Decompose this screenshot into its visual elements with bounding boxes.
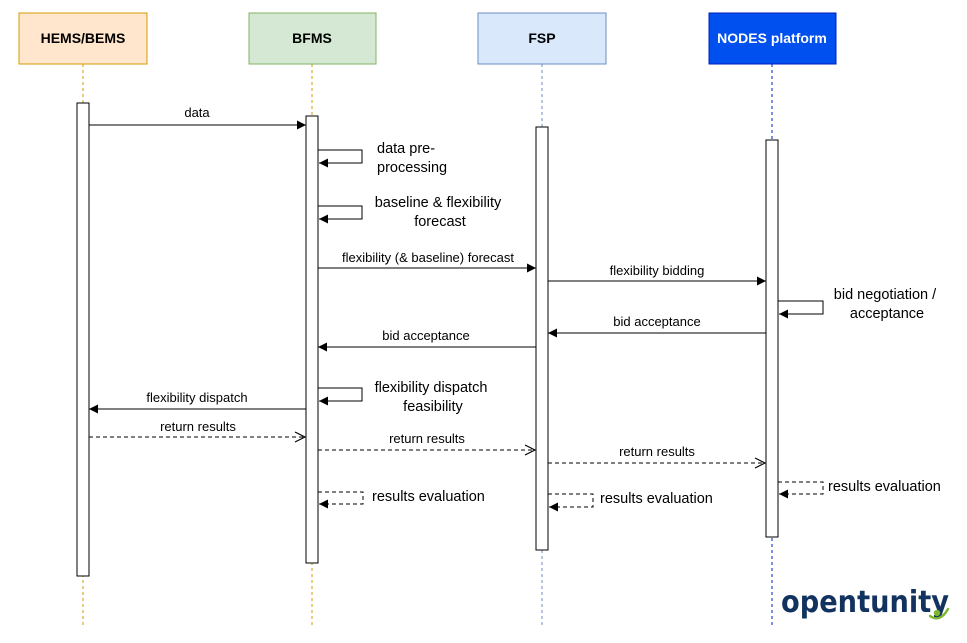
activation-hems [76,102,90,577]
message-dispatch-label: flexibility dispatch [146,390,247,405]
activation-bfms [305,115,319,564]
svg-text:opentunity: opentunity [781,585,949,620]
message-acceptance-bfms-label: bid acceptance [382,328,469,343]
message-return-nodes-label: return results [619,444,695,459]
svg-text:FSP: FSP [528,30,555,46]
participant-fsp: FSP [477,12,607,65]
svg-text:NODES platform: NODES platform [717,30,827,46]
message-acceptance-fsp-label: bid acceptance [613,314,700,329]
message-return-fsp-label: return results [389,431,465,446]
self-arrow-feasibility [318,387,363,406]
note-forecast: baseline & flexibility forecast [375,195,506,230]
self-arrow-eval-bfms [318,491,364,509]
note-feasibility: flexibility dispatch feasibility [375,380,492,415]
message-data-label: data [184,105,210,120]
self-arrow-preprocessing [318,149,363,168]
message-forecast-label: flexibility (& baseline) forecast [342,250,514,265]
opentunity-logo: opentunity [781,585,949,620]
svg-text:BFMS: BFMS [292,30,332,46]
note-preprocessing: data pre- processing [377,141,447,176]
activation-fsp [535,126,549,551]
message-return-bfms-label: return results [160,419,236,434]
participant-bfms: BFMS [248,12,377,65]
note-eval-fsp: results evaluation [600,491,713,507]
self-arrow-eval-fsp [548,493,594,512]
self-arrow-eval-nodes [778,481,824,499]
note-negotiation: bid negotiation / acceptance [834,287,940,322]
note-eval-nodes: results evaluation [828,479,941,495]
participant-hems: HEMS/BEMS [18,12,148,65]
svg-text:HEMS/BEMS: HEMS/BEMS [41,30,126,46]
self-arrow-negotiation [778,300,824,319]
note-eval-bfms: results evaluation [372,489,485,505]
activation-nodes [765,139,779,538]
participant-nodes: NODES platform [708,12,837,65]
message-bidding-label: flexibility bidding [610,263,705,278]
self-arrow-forecast [318,205,363,224]
